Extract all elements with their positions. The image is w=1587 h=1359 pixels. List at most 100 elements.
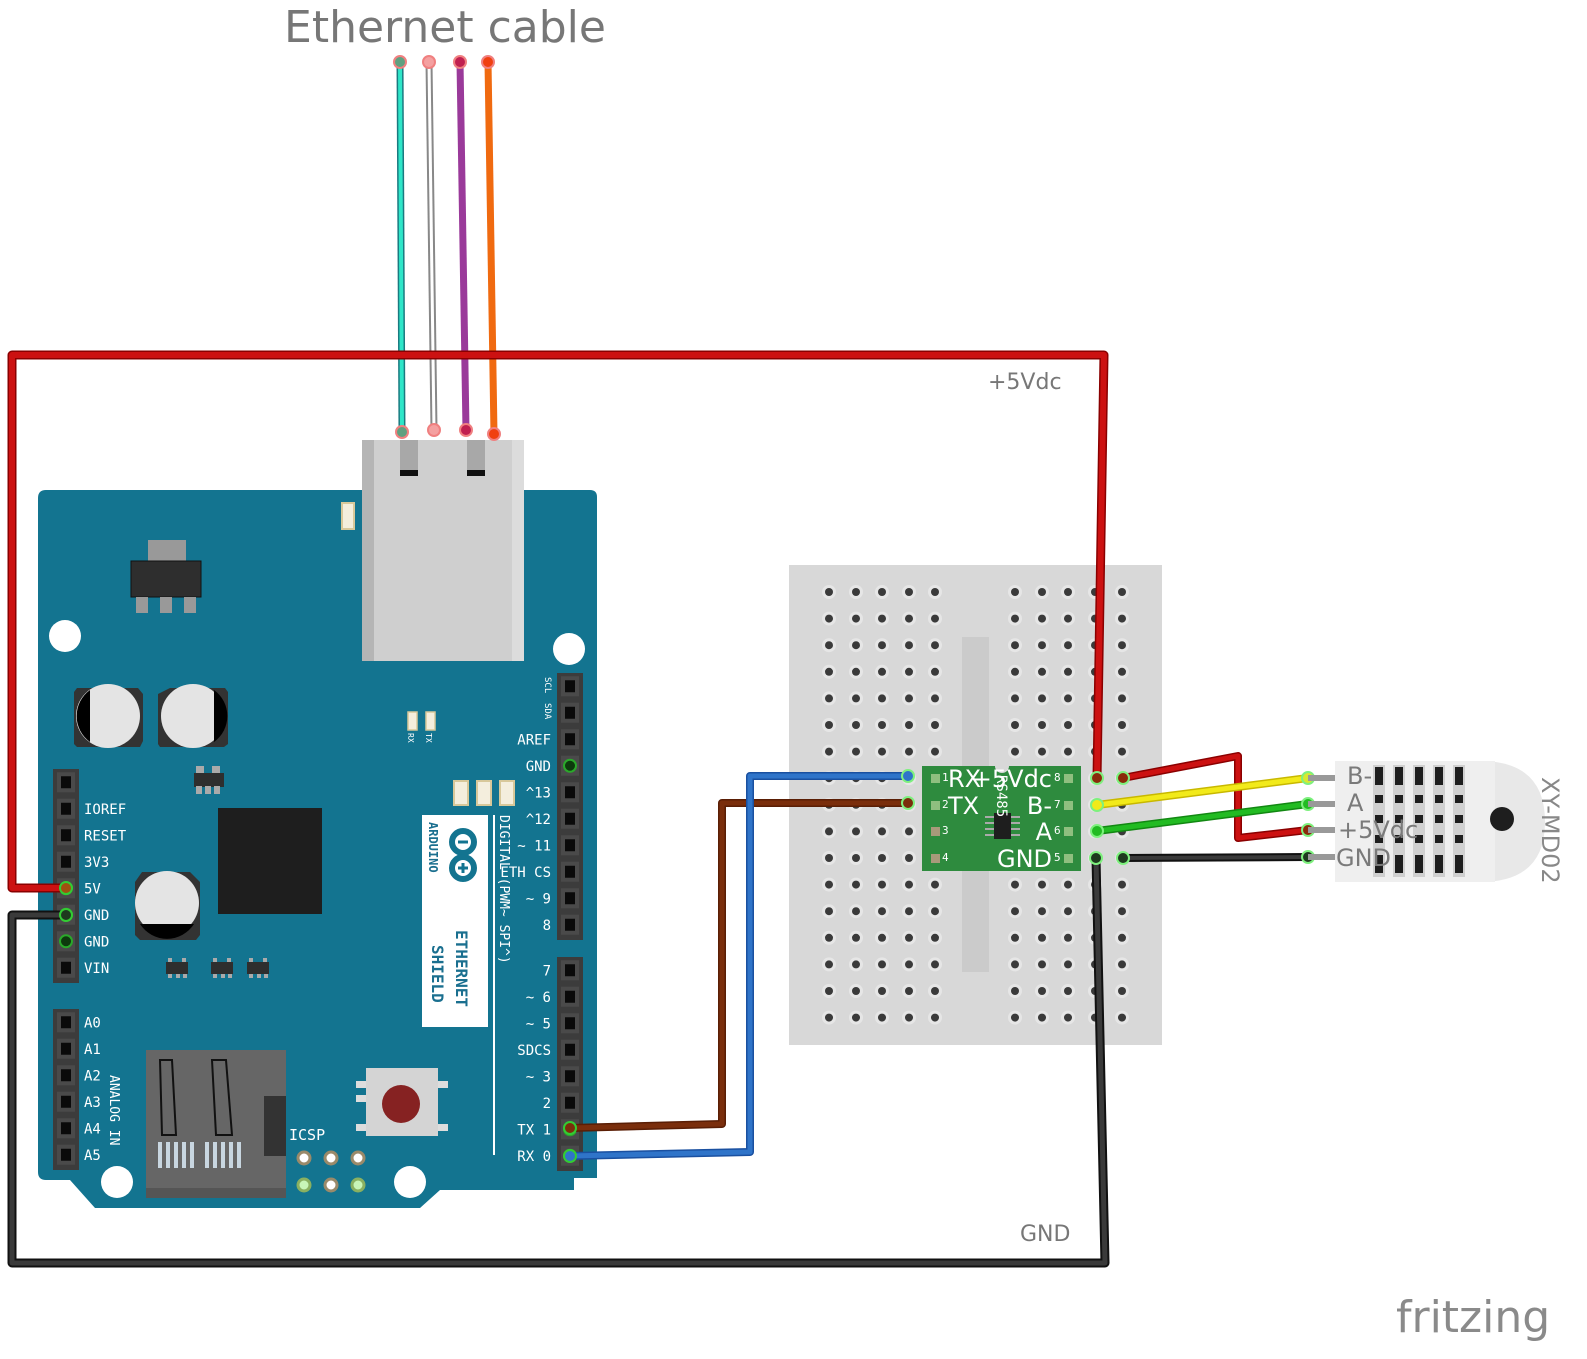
scl-label: SCL xyxy=(542,677,552,693)
led xyxy=(341,502,355,530)
digital-pin-label: ~ 5 xyxy=(526,1016,551,1032)
header-pin[interactable] xyxy=(57,772,75,793)
digital-pin-label: SDCS xyxy=(517,1043,551,1059)
sd-card-slot[interactable] xyxy=(146,1050,286,1198)
header-pin[interactable] xyxy=(561,1039,579,1060)
analog-pin-label: A3 xyxy=(84,1095,101,1111)
header-pin[interactable] xyxy=(57,825,75,846)
mounting-hole xyxy=(553,633,585,665)
transistor xyxy=(194,766,224,794)
led-rx-label: RX xyxy=(406,733,415,743)
rs485-pin-number: 7 xyxy=(1054,798,1061,811)
ethernet-wire-ends xyxy=(393,55,501,441)
digital-pin-label: ^13 xyxy=(526,785,551,801)
header-pin[interactable] xyxy=(57,1144,75,1165)
board-name-line2: SHIELD xyxy=(428,945,447,1003)
rs485-pin-number: 2 xyxy=(942,798,949,811)
rs485-pad[interactable] xyxy=(1064,774,1073,783)
icsp-header[interactable] xyxy=(296,1150,366,1193)
rs485-pin-label: A xyxy=(1036,818,1053,846)
led-tx-label: TX xyxy=(424,733,433,743)
rs485-pad[interactable] xyxy=(1064,827,1073,836)
header-pin[interactable] xyxy=(57,1091,75,1112)
header-pin[interactable] xyxy=(561,1013,579,1034)
header-pin[interactable] xyxy=(561,861,579,882)
digital-pin-label: ~ 9 xyxy=(526,891,551,907)
rs485-pin-number: 5 xyxy=(1054,851,1061,864)
ethernet-wire-3[interactable] xyxy=(456,61,470,431)
arduino-ethernet-shield[interactable]: RX TX ARDUINO ETHERNET SHIELD DIGITAL (P… xyxy=(38,440,597,1208)
header-pin[interactable] xyxy=(561,755,579,776)
header-pin[interactable] xyxy=(561,960,579,981)
rs485-pin-label: TX xyxy=(947,792,979,820)
ethernet-wire-4[interactable] xyxy=(484,61,498,435)
header-pin[interactable] xyxy=(57,1012,75,1033)
led xyxy=(499,780,515,806)
power-pin-label: GND xyxy=(84,934,109,950)
header-pin[interactable] xyxy=(561,729,579,750)
power-pin-label: 3V3 xyxy=(84,855,109,871)
rs485-chip xyxy=(985,813,1020,839)
rs485-pad[interactable] xyxy=(1064,854,1073,863)
header-pin[interactable] xyxy=(561,835,579,856)
header-housing xyxy=(53,1009,79,1170)
rs485-pin-label: B- xyxy=(1027,792,1052,820)
header-pin[interactable] xyxy=(561,1092,579,1113)
rs485-pad[interactable] xyxy=(931,854,940,863)
rs485-pin-label: +5Vdc xyxy=(972,765,1052,793)
header-pin[interactable] xyxy=(561,914,579,935)
header-pin[interactable] xyxy=(561,1066,579,1087)
rs485-pad[interactable] xyxy=(931,774,940,783)
reset-button[interactable] xyxy=(356,1068,448,1136)
header-pin[interactable] xyxy=(57,931,75,952)
header-pin[interactable] xyxy=(561,676,579,697)
digital-pin-label: ~ 11 xyxy=(517,838,551,854)
rs485-pin-number: 6 xyxy=(1054,824,1061,837)
header-pin[interactable] xyxy=(561,702,579,723)
digital-pin-label: AREF xyxy=(517,732,551,748)
ethernet-jack[interactable] xyxy=(362,440,524,661)
sensor-pin-b: B- xyxy=(1347,762,1372,790)
arduino-brand: ARDUINO xyxy=(426,822,440,873)
header-pin[interactable] xyxy=(57,1038,75,1059)
header-pin[interactable] xyxy=(57,1118,75,1139)
rs485-pin-label: GND xyxy=(997,845,1052,873)
header-pin[interactable] xyxy=(561,782,579,803)
led xyxy=(476,780,492,806)
power-pin-label: VIN xyxy=(84,961,109,977)
analog-pin-label: A0 xyxy=(84,1015,101,1031)
rs485-pin-number: 3 xyxy=(942,824,949,837)
sensor-pin-5v: +5Vdc xyxy=(1338,816,1418,844)
digital-pin-label: GND xyxy=(526,759,551,775)
header-pin[interactable] xyxy=(57,957,75,978)
rs485-chip-label: RS485 xyxy=(993,775,1009,817)
sensor-mount-hole xyxy=(1490,807,1514,831)
header-pin[interactable] xyxy=(57,851,75,872)
sensor-vents xyxy=(1373,765,1465,877)
ethernet-cable[interactable] xyxy=(393,55,501,441)
rs485-pad[interactable] xyxy=(1064,801,1073,810)
header-pin[interactable] xyxy=(57,798,75,819)
led-rx xyxy=(407,711,418,731)
rs485-pad[interactable] xyxy=(931,827,940,836)
digital-caption: DIGITAL (PWM~ SPI^) xyxy=(496,815,511,964)
header-pin[interactable] xyxy=(57,1065,75,1086)
power-pin-label: GND xyxy=(84,908,109,924)
ground-net-label: GND xyxy=(1020,1222,1070,1247)
digital-pin-label: ~ 3 xyxy=(526,1069,551,1085)
sda-label: SDA xyxy=(542,703,552,720)
header-pin[interactable] xyxy=(561,808,579,829)
mounting-hole xyxy=(101,1166,133,1198)
header-pin[interactable] xyxy=(561,986,579,1007)
sensor-leads xyxy=(1308,775,1336,860)
xy-md02-sensor[interactable]: B- A +5Vdc GND XY-MD02 xyxy=(1308,761,1564,884)
diagram-title: Ethernet cable xyxy=(284,2,606,53)
capacitor xyxy=(158,684,228,748)
header-pin[interactable] xyxy=(561,888,579,909)
ethernet-controller-chip xyxy=(218,808,322,914)
rs485-pad[interactable] xyxy=(931,801,940,810)
